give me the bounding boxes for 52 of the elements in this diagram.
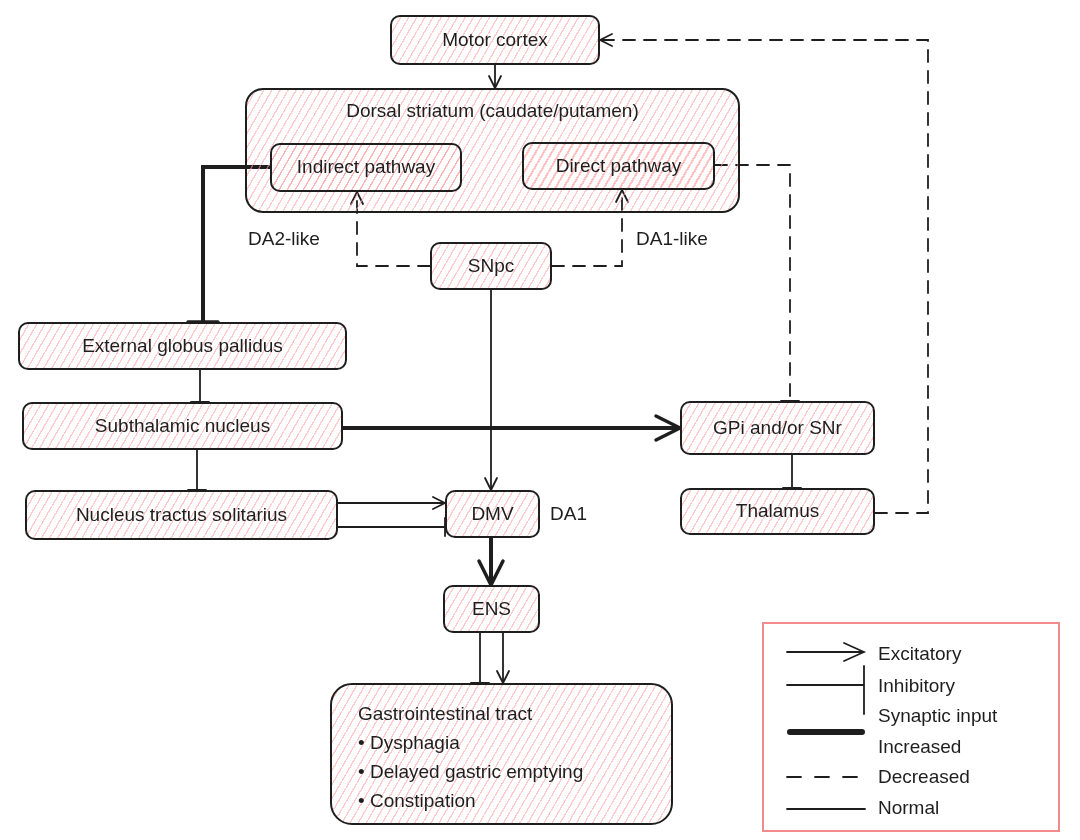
box-label: GPi and/or SNr: [713, 416, 842, 440]
box-label: Motor cortex: [442, 28, 548, 52]
process-box: [330, 683, 673, 825]
list-heading: Gastrointestinal tract: [358, 702, 533, 726]
box-label: Nucleus tractus solitarius: [75, 503, 288, 527]
connector: [337, 496, 446, 510]
list-item: • Delayed gastric emptying: [358, 760, 584, 784]
process-box: [680, 401, 875, 455]
process-box: [25, 490, 338, 540]
dashed-connector: [350, 191, 431, 267]
process-box: [18, 322, 347, 370]
box-label: ENS: [471, 597, 512, 621]
list-item: • Constipation: [358, 789, 476, 813]
edge-label: DA2-like: [248, 228, 320, 251]
process-box: [270, 143, 462, 192]
connector: [477, 536, 505, 587]
edge-label: DA1-like: [636, 228, 708, 251]
group-title: Dorsal striatum (caudate/putamen): [345, 100, 640, 122]
legend-label: Decreased: [878, 765, 970, 789]
box-label: Direct pathway: [555, 154, 682, 178]
legend-heading: Synaptic input: [878, 704, 998, 728]
box-label: Subthalamic nucleus: [94, 414, 271, 438]
node-annotation: DA1: [550, 503, 587, 526]
connector: [190, 369, 210, 403]
connector: [470, 632, 490, 684]
legend-label: Excitatory: [878, 642, 962, 666]
legend-label: Inhibitory: [878, 674, 956, 698]
connector: [341, 414, 682, 442]
dashed-connector: [551, 189, 629, 267]
list-item: • Dysphagia: [358, 731, 460, 755]
process-box: [443, 585, 540, 633]
connector: [488, 64, 502, 89]
connector: [782, 454, 802, 489]
box-label: DMV: [471, 502, 514, 526]
process-box: [390, 15, 600, 65]
connector: [496, 632, 510, 684]
dashed-connector: [599, 33, 929, 514]
process-box: [430, 242, 552, 290]
process-box: [22, 402, 343, 450]
connector: [484, 289, 498, 491]
legend-label: Normal: [878, 796, 940, 820]
process-box: [445, 490, 540, 538]
group-box: [245, 88, 740, 213]
connector: [186, 165, 272, 324]
box-label: SNpc: [467, 254, 515, 278]
box-label: Indirect pathway: [296, 156, 436, 179]
connector: [187, 449, 207, 491]
process-box: [680, 488, 875, 535]
box-label: Thalamus: [735, 500, 820, 523]
legend-label: Increased: [878, 735, 962, 759]
box-label: External globus pallidus: [82, 334, 283, 358]
process-box: [522, 142, 715, 190]
